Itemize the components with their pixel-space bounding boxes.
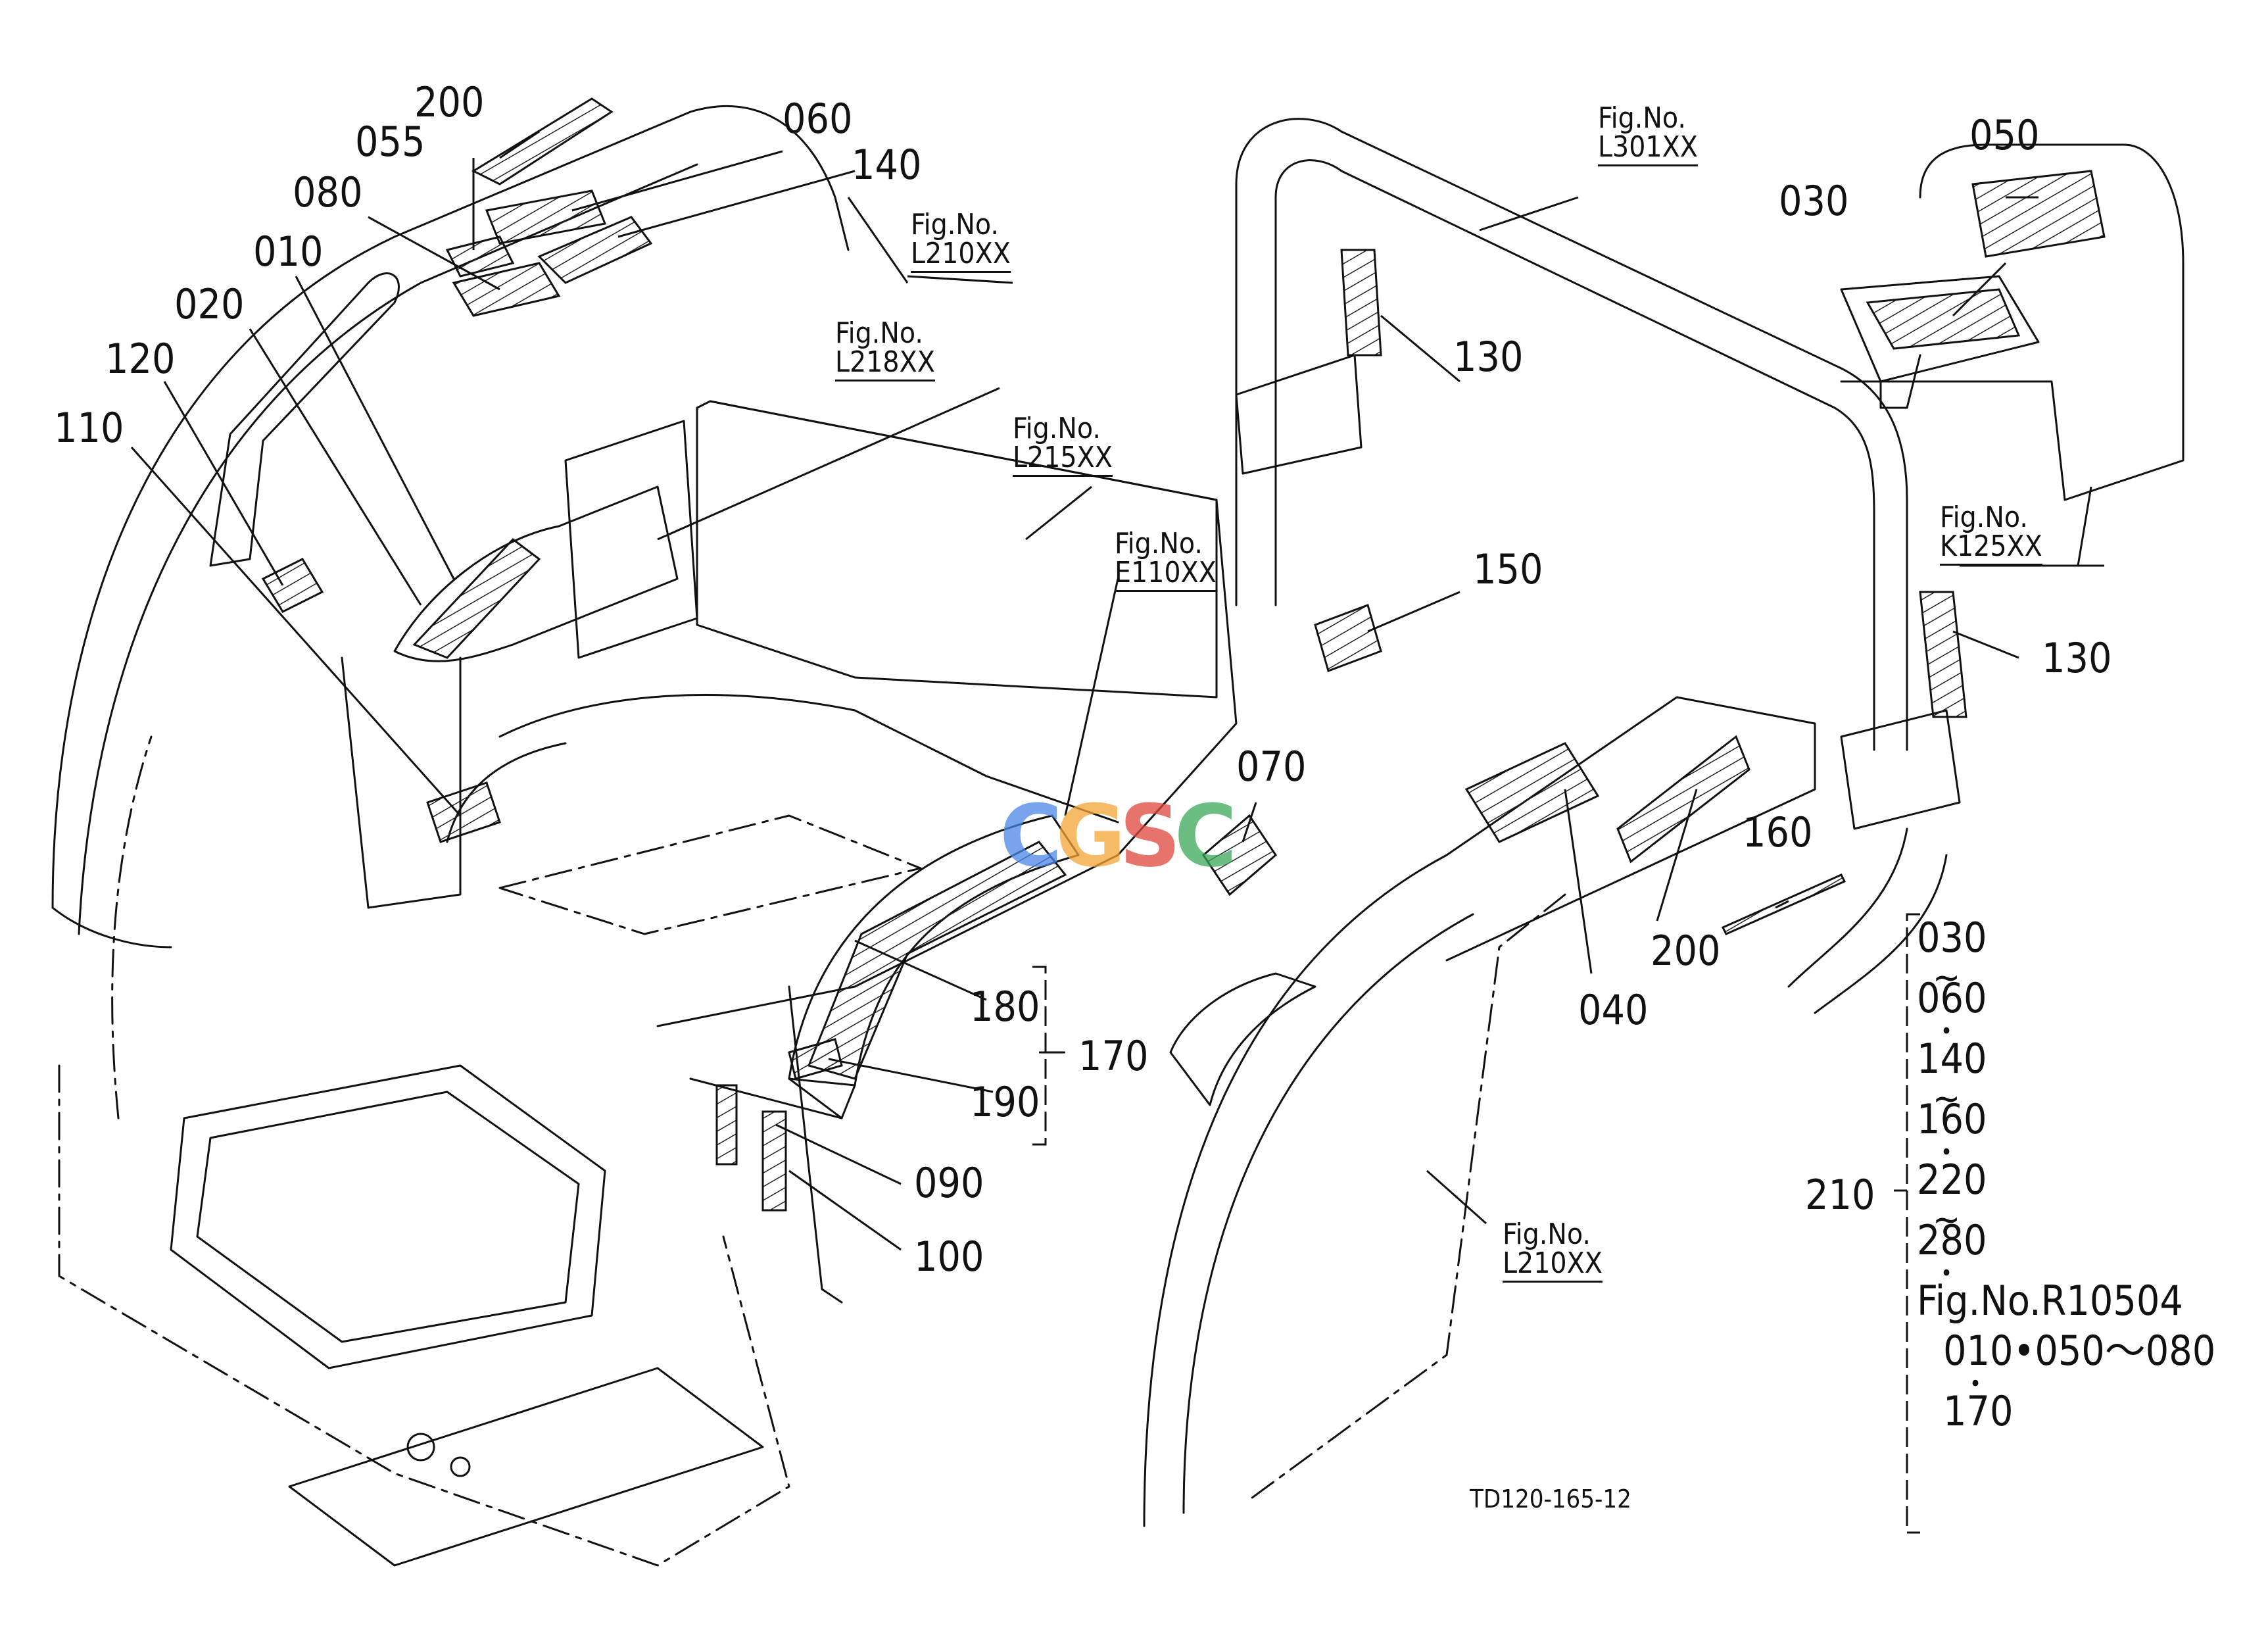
part-label-070: 070 xyxy=(1236,743,1307,791)
fig-ref-e110: Fig.No. E110XX xyxy=(1115,529,1217,592)
fig-ref-l301: Fig.No. L301XX xyxy=(1598,104,1698,166)
watermark: CGSC xyxy=(1000,786,1237,886)
decal-140 xyxy=(537,216,653,284)
part-label-200: 200 xyxy=(414,78,485,126)
part-label-210: 210 xyxy=(1805,1171,1875,1219)
right-fender xyxy=(1143,696,1816,1527)
decal-090 xyxy=(715,1084,738,1166)
fig-ref-number: L218XX xyxy=(835,348,935,381)
kit-separator: • xyxy=(1941,1260,1953,1287)
part-label-160: 160 xyxy=(1743,808,1813,856)
decal-120 xyxy=(261,558,324,613)
kit-item: 220 xyxy=(1917,1156,1987,1204)
fig-ref-caption: Fig.No. xyxy=(1013,412,1101,445)
decal-030 xyxy=(1866,288,2021,350)
decal-010-020 xyxy=(412,537,541,659)
part-label-090: 090 xyxy=(914,1159,984,1207)
fig-ref-number: K125XX xyxy=(1940,532,2042,566)
decal-130-right xyxy=(1919,591,1967,718)
left-fender xyxy=(51,105,850,1119)
fig-ref-number: L215XX xyxy=(1013,443,1113,477)
part-label-020: 020 xyxy=(174,280,245,328)
watermark-letter: S xyxy=(1119,786,1181,886)
decal-100 xyxy=(761,1110,787,1212)
part-label-030: 030 xyxy=(1779,177,1849,225)
part-label-150: 150 xyxy=(1473,545,1543,593)
floor-plate xyxy=(58,1064,790,1567)
kit-item: 160 xyxy=(1917,1095,1987,1143)
lever-console xyxy=(341,420,698,909)
fig-ref-caption: Fig.No. xyxy=(1503,1217,1591,1251)
part-label-200-right: 200 xyxy=(1651,927,1721,975)
left-handle xyxy=(209,272,400,567)
part-label-190: 190 xyxy=(970,1078,1040,1126)
fig-ref-l210-top: Fig.No. L210XX xyxy=(911,210,1011,273)
watermark-letter: G xyxy=(1055,786,1126,886)
part-label-055: 055 xyxy=(355,118,425,166)
seat-box xyxy=(1840,143,2184,501)
decal-060 xyxy=(485,189,607,245)
fig-ref-caption: Fig.No. xyxy=(911,208,999,241)
decal-080 xyxy=(452,262,561,317)
kit-item: 140 xyxy=(1917,1035,1987,1083)
part-label-110: 110 xyxy=(54,404,124,452)
fig-ref-number: L301XX xyxy=(1598,133,1698,166)
fig-ref-caption: Fig.No. xyxy=(835,316,923,350)
decal-110 xyxy=(426,781,501,843)
decal-040 xyxy=(1464,742,1600,843)
fig-ref-caption: Fig.No. xyxy=(1115,527,1203,560)
kit-item: 280 xyxy=(1917,1216,1987,1264)
part-label-040: 040 xyxy=(1578,986,1649,1034)
part-label-080: 080 xyxy=(293,168,363,216)
fig-ref-k125: Fig.No. K125XX xyxy=(1940,503,2042,566)
part-label-010: 010 xyxy=(253,228,324,276)
fig-ref-l210-bottom: Fig.No. L210XX xyxy=(1503,1220,1603,1283)
decal-200-top xyxy=(471,97,614,185)
decal-130-top xyxy=(1340,249,1382,356)
part-label-170: 170 xyxy=(1078,1032,1149,1080)
kit-item: 030 xyxy=(1917,914,1987,962)
kit-item: 010•050～080 xyxy=(1943,1327,2216,1375)
fig-ref-caption: Fig.No. xyxy=(1940,501,2028,534)
rops-frame xyxy=(1235,118,1961,1014)
kit-fig-ref: Fig.No.R10504 xyxy=(1917,1277,2183,1325)
decal-050 xyxy=(1971,170,2106,258)
kit-separator: • xyxy=(1941,1018,1953,1045)
fig-ref-caption: Fig.No. xyxy=(1598,101,1686,135)
decal-055 xyxy=(445,235,515,278)
watermark-letter: C xyxy=(1174,786,1237,886)
decal-070 xyxy=(1202,814,1277,897)
part-label-140: 140 xyxy=(852,141,922,189)
kit-210-list: 030 ~ 060 • 140 ~ 160 • 220 ~ 280 • Fig.… xyxy=(1917,918,2259,1433)
drawing-code: TD120-165-12 xyxy=(1470,1485,1631,1513)
part-label-120: 120 xyxy=(105,335,176,383)
fig-ref-number: E110XX xyxy=(1115,558,1217,592)
fig-ref-number: L210XX xyxy=(1503,1249,1603,1283)
cab-frame xyxy=(446,400,1238,1304)
part-label-130-top: 130 xyxy=(1453,333,1524,381)
kit-item: 170 xyxy=(1943,1387,2014,1435)
kit-separator: • xyxy=(1941,1139,1953,1166)
decal-200-right xyxy=(1616,735,1750,864)
decal-190 xyxy=(788,1038,843,1080)
part-label-050: 050 xyxy=(1969,111,2040,159)
part-label-060: 060 xyxy=(783,95,853,143)
part-label-180: 180 xyxy=(970,983,1040,1031)
fig-ref-l215: Fig.No. L215XX xyxy=(1013,414,1113,477)
watermark-letter: C xyxy=(1000,786,1062,886)
kit-separator: • xyxy=(1969,1371,1982,1397)
fig-ref-number: L210XX xyxy=(911,239,1011,273)
part-label-130-right: 130 xyxy=(2042,634,2112,682)
decal-150 xyxy=(1314,604,1382,672)
fig-ref-l218: Fig.No. L218XX xyxy=(835,319,935,381)
part-label-100: 100 xyxy=(914,1233,984,1281)
decal-180 xyxy=(807,841,1067,1080)
kit-item: 060 xyxy=(1917,974,1987,1022)
